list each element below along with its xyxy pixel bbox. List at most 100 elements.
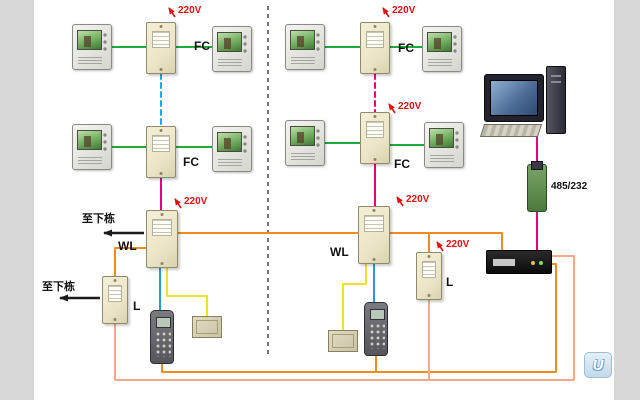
pc-screen xyxy=(490,80,538,116)
monitor-buttons xyxy=(242,134,248,156)
power-label: 220V xyxy=(170,195,207,209)
power-label: 220V xyxy=(164,4,201,18)
junction-box xyxy=(328,330,358,352)
wl-network-unit xyxy=(358,206,390,264)
monitor-buttons xyxy=(315,32,321,54)
video-monitor xyxy=(72,24,112,70)
fc-label: FC xyxy=(194,39,210,53)
wl-label: WL xyxy=(330,245,349,259)
unit-label-sticker xyxy=(366,121,384,138)
wire-yellow-right-wl-junction xyxy=(342,263,367,331)
monitor-screen xyxy=(429,128,454,148)
handset-screen xyxy=(370,309,385,320)
fc-label: FC xyxy=(394,157,410,171)
power-label: 220V xyxy=(432,238,469,252)
fc-label: FC xyxy=(398,41,414,55)
monitor-buttons xyxy=(242,34,248,56)
doorphone-handset xyxy=(364,302,388,356)
video-monitor xyxy=(424,122,464,168)
unit-label-sticker xyxy=(364,215,384,232)
left-gray-margin xyxy=(0,0,34,400)
monitor-speaker xyxy=(78,157,102,165)
unit-label-sticker xyxy=(422,261,436,278)
power-arrow-icon xyxy=(174,198,182,209)
junction-box xyxy=(192,316,222,338)
to-next-building-label: 至下栋 xyxy=(42,281,75,293)
monitor-buttons xyxy=(102,132,108,154)
video-monitor xyxy=(212,126,252,172)
right-gray-margin xyxy=(614,0,640,400)
l-connector-unit xyxy=(102,276,128,324)
monitor-screen xyxy=(217,32,242,52)
power-label: 220V xyxy=(384,100,421,114)
handset-keypad xyxy=(155,331,171,357)
video-monitor xyxy=(285,120,325,166)
power-arrow-icon xyxy=(388,103,396,114)
monitor-screen xyxy=(217,132,242,152)
monitor-buttons xyxy=(452,34,458,56)
doorphone-handset xyxy=(150,310,174,364)
l-label: L xyxy=(446,275,454,289)
monitor-speaker xyxy=(78,57,102,65)
pc-monitor xyxy=(484,74,544,122)
pc-tower xyxy=(546,66,566,134)
rs485-232-converter xyxy=(527,161,547,212)
fc-distributor-unit xyxy=(146,22,176,74)
handset-screen xyxy=(156,317,171,328)
monitor-screen xyxy=(77,30,102,50)
power-text: 220V xyxy=(392,5,416,16)
converter-label: 485/232 xyxy=(551,181,588,192)
monitor-screen xyxy=(427,32,452,52)
l-label: L xyxy=(133,299,141,313)
video-monitor xyxy=(212,26,252,72)
fc-label: FC xyxy=(183,155,199,169)
wire-orange-trunk-top xyxy=(177,232,503,251)
power-text: 220V xyxy=(446,239,470,250)
wire-salmon-trunk-bottom xyxy=(114,255,575,381)
wire-yellow-left-wl-junction xyxy=(166,267,208,317)
power-text: 220V xyxy=(184,196,208,207)
monitor-buttons xyxy=(454,130,460,152)
video-switcher-box xyxy=(486,250,552,274)
unit-label-sticker xyxy=(366,31,384,48)
video-monitor xyxy=(422,26,462,72)
brand-logo: U xyxy=(584,352,612,378)
power-arrow-icon xyxy=(168,7,176,18)
monitor-buttons xyxy=(102,32,108,54)
power-text: 220V xyxy=(398,101,422,112)
l-connector-unit xyxy=(416,252,442,300)
wire-orange-left-l-link xyxy=(114,247,147,277)
to-next-building-label: 至下栋 xyxy=(82,213,115,225)
power-text: 220V xyxy=(406,194,430,205)
unit-label-sticker xyxy=(108,285,122,302)
wl-label: WL xyxy=(118,239,137,253)
unit-label-sticker xyxy=(152,219,172,236)
fc-distributor-unit xyxy=(146,126,176,178)
video-monitor xyxy=(285,24,325,70)
monitor-screen xyxy=(77,130,102,150)
monitor-buttons xyxy=(315,128,321,150)
monitor-screen xyxy=(290,30,315,50)
handset-keypad xyxy=(369,323,385,349)
power-arrow-icon xyxy=(396,196,404,207)
wl-network-unit xyxy=(146,210,178,268)
monitor-speaker xyxy=(428,59,452,67)
unit-label-sticker xyxy=(152,135,170,152)
pc-keyboard xyxy=(479,124,543,137)
brand-logo-letter: U xyxy=(592,356,604,374)
monitor-speaker xyxy=(218,159,242,167)
fc-distributor-unit xyxy=(360,112,390,164)
power-text: 220V xyxy=(178,5,202,16)
monitor-speaker xyxy=(291,153,315,161)
power-label: 220V xyxy=(378,4,415,18)
wire-orange-trunk-bottom xyxy=(161,263,557,373)
monitor-speaker xyxy=(218,59,242,67)
power-label: 220V xyxy=(392,193,429,207)
power-arrow-icon xyxy=(382,7,390,18)
monitor-speaker xyxy=(291,57,315,65)
monitor-screen xyxy=(290,126,315,146)
power-arrow-icon xyxy=(436,241,444,252)
monitor-speaker xyxy=(430,155,454,163)
